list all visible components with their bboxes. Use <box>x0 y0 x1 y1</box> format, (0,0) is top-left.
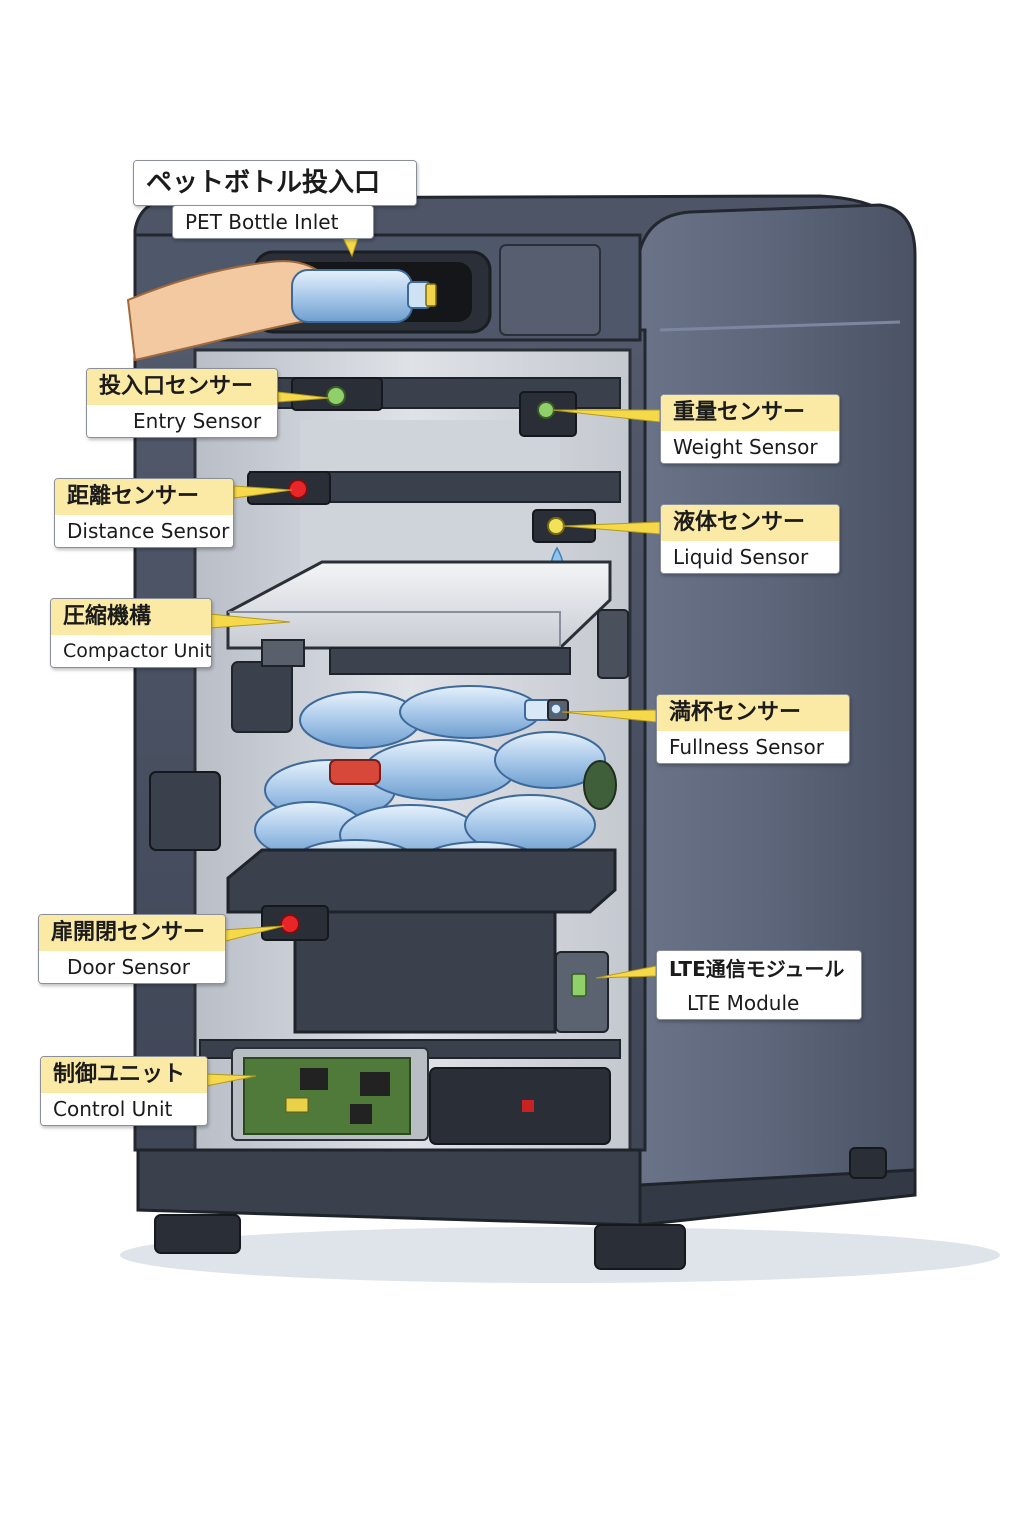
callout-en-text: Fullness Sensor <box>657 731 849 763</box>
callout-jp-text: LTE通信モジュール <box>657 951 861 987</box>
callout-fullness-sensor: 満杯センサー Fullness Sensor <box>656 694 850 764</box>
control-chip-3 <box>350 1104 372 1124</box>
callout-jp-text: 扉開閉センサー <box>39 915 225 951</box>
compactor-plate-edge <box>228 611 561 648</box>
callout-en-text: Liquid Sensor <box>661 541 839 573</box>
power-box <box>429 1067 611 1145</box>
callout-jp-text: ペットボトル投入口 <box>134 161 416 205</box>
floor-shadow <box>120 1227 1000 1283</box>
door-hinge <box>149 771 221 851</box>
door-sensor-led <box>280 914 300 934</box>
callout-pet-bottle-inlet: ペットボトル投入口 <box>133 160 417 206</box>
callout-control-unit: 制御ユニット Control Unit <box>40 1056 208 1126</box>
callout-en-text: Door Sensor <box>39 951 225 983</box>
callout-jp-text: 重量センサー <box>661 395 839 431</box>
compactor-bracket <box>597 609 629 679</box>
leader-distance <box>233 485 293 499</box>
callout-en-text: Entry Sensor <box>87 405 277 437</box>
callout-jp-text: 投入口センサー <box>87 369 277 405</box>
callout-jp-text: 制御ユニット <box>41 1057 207 1093</box>
foot-front-right <box>594 1224 686 1270</box>
foot-front-left <box>154 1214 241 1254</box>
control-chip-2 <box>360 1072 390 1096</box>
compactor-plate <box>226 560 612 650</box>
callout-jp-text: 圧縮機構 <box>51 599 211 635</box>
collection-bin <box>293 910 557 1034</box>
weight-sensor-led <box>537 401 555 419</box>
callout-jp-text: 距離センサー <box>55 479 233 515</box>
lte-module-led <box>571 973 587 997</box>
callout-pet-bottle-inlet-en: PET Bottle Inlet <box>172 205 374 239</box>
foot-back-right <box>849 1147 887 1179</box>
callout-weight-sensor: 重量センサー Weight Sensor <box>660 394 840 464</box>
callout-en-text: PET Bottle Inlet <box>173 206 373 238</box>
callout-distance-sensor: 距離センサー Distance Sensor <box>54 478 234 548</box>
callout-en-text: LTE Module <box>657 987 861 1019</box>
callout-jp-text: 液体センサー <box>661 505 839 541</box>
callout-en-text: Control Unit <box>41 1093 207 1125</box>
entry-sensor-led <box>326 386 346 406</box>
control-chip-1 <box>300 1068 328 1090</box>
callout-en-text: Compactor Unit <box>51 635 211 667</box>
fullness-sensor-led <box>550 703 562 715</box>
top-right-panel <box>499 244 601 336</box>
side-highlight <box>659 320 901 332</box>
compactor-block <box>231 661 293 733</box>
callout-door-sensor: 扉開閉センサー Door Sensor <box>38 914 226 984</box>
compactor-rail <box>329 647 571 675</box>
callout-entry-sensor: 投入口センサー Entry Sensor <box>86 368 278 438</box>
control-chip-yellow <box>285 1097 309 1113</box>
callout-en-text: Distance Sensor <box>55 515 233 547</box>
liquid-sensor-led <box>547 517 565 535</box>
inserted-bottle <box>291 269 437 323</box>
compactor-piston <box>261 639 305 667</box>
callout-compactor-unit: 圧縮機構 Compactor Unit <box>50 598 212 668</box>
distance-sensor-led <box>288 479 308 499</box>
callout-liquid-sensor: 液体センサー Liquid Sensor <box>660 504 840 574</box>
callout-lte-module: LTE通信モジュール LTE Module <box>656 950 862 1020</box>
callout-en-text: Weight Sensor <box>661 431 839 463</box>
power-box-red-button <box>522 1100 534 1112</box>
leader-entry <box>277 391 331 403</box>
lower-tray <box>226 848 617 914</box>
base-side <box>638 1168 917 1227</box>
callout-jp-text: 満杯センサー <box>657 695 849 731</box>
cabinet-base <box>136 1148 642 1227</box>
